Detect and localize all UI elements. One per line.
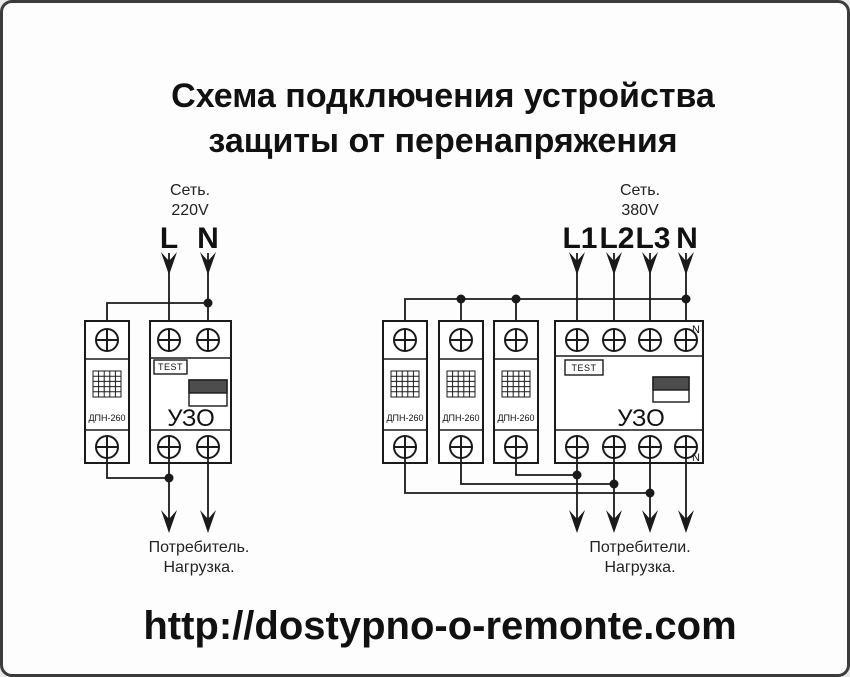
terminal-icon [157, 328, 181, 352]
right-phase-label-L2: L2 [599, 222, 634, 255]
terminal-icon [602, 328, 626, 352]
terminal-icon [196, 328, 220, 352]
indicator-grid-icon [446, 370, 476, 398]
page-title-line2: защиты от перенапряжения [208, 122, 677, 160]
page-title-line1: Схема подключения устройства [171, 77, 716, 115]
right-uzo-module: N N TEST УЗО [554, 320, 704, 464]
toggle-switch[interactable] [652, 376, 690, 403]
right-dpn-module-1: ДПН-260 [382, 320, 428, 464]
right-circuit: Сеть. 380V L1 L2 L3 N ДПН-260 [382, 182, 704, 576]
toggle-switch[interactable] [188, 379, 228, 407]
wire-dpn1-out [404, 447, 650, 494]
wiring-diagram: Схема подключения устройства защиты от п… [84, 77, 737, 648]
test-button-label: TEST [158, 362, 183, 372]
left-supply-label: Сеть. [170, 182, 210, 199]
left-load-line1: Потребитель. [149, 539, 250, 556]
terminal-icon [504, 328, 528, 352]
test-button-label: TEST [571, 363, 596, 373]
indicator-grid-icon [390, 370, 420, 398]
terminal-icon [565, 328, 589, 352]
indicator-grid-icon [92, 370, 122, 398]
terminal-icon [638, 328, 662, 352]
uzo-neutral-bottom-label: N [692, 452, 700, 464]
junction-dot [456, 294, 466, 304]
left-supply-voltage: 220V [171, 202, 209, 219]
right-load-line2: Нагрузка. [604, 559, 675, 576]
left-dpn-module: ДПН-260 [84, 320, 130, 464]
dpn-label: ДПН-260 [88, 413, 125, 423]
test-button[interactable] [153, 359, 188, 375]
right-phase-label-N: N [676, 222, 698, 255]
wire-dpn2-out [460, 447, 614, 485]
right-load-line1: Потребители. [589, 539, 690, 556]
dpn-label: ДПН-260 [497, 413, 534, 423]
dpn-label: ДПН-260 [386, 413, 423, 423]
website-url[interactable]: http://dostypno-o-remonte.com [143, 604, 736, 648]
uzo-label: УЗО [617, 405, 665, 432]
left-phase-label-N: N [197, 222, 219, 255]
right-dpn-module-2: ДПН-260 [438, 320, 484, 464]
left-circuit: Сеть. 220V L N ДПН-260 [84, 182, 250, 576]
toggle-lever [188, 379, 228, 394]
right-supply-label: Сеть. [620, 182, 660, 199]
junction-dot [511, 294, 521, 304]
uzo-label: УЗО [167, 405, 215, 432]
junction-dot [203, 298, 213, 308]
right-supply-voltage: 380V [621, 202, 659, 219]
terminal-icon [393, 328, 417, 352]
right-phase-label-L3: L3 [635, 222, 670, 255]
dpn-label: ДПН-260 [442, 413, 479, 423]
left-phase-label-L: L [160, 222, 178, 255]
left-uzo-module: TEST УЗО [149, 320, 232, 464]
uzo-neutral-top-label: N [692, 324, 700, 336]
terminal-icon [449, 328, 473, 352]
junction-dot [681, 294, 691, 304]
terminal-icon [95, 328, 119, 352]
right-dpn-module-3: ДПН-260 [493, 320, 539, 464]
test-button[interactable] [564, 359, 604, 376]
wire-dpn-out [106, 447, 169, 479]
toggle-lever [652, 376, 690, 391]
wire-dpn3-out [515, 447, 577, 476]
right-phase-label-L1: L1 [562, 222, 597, 255]
left-load-line2: Нагрузка. [163, 559, 234, 576]
indicator-grid-icon [501, 370, 531, 398]
